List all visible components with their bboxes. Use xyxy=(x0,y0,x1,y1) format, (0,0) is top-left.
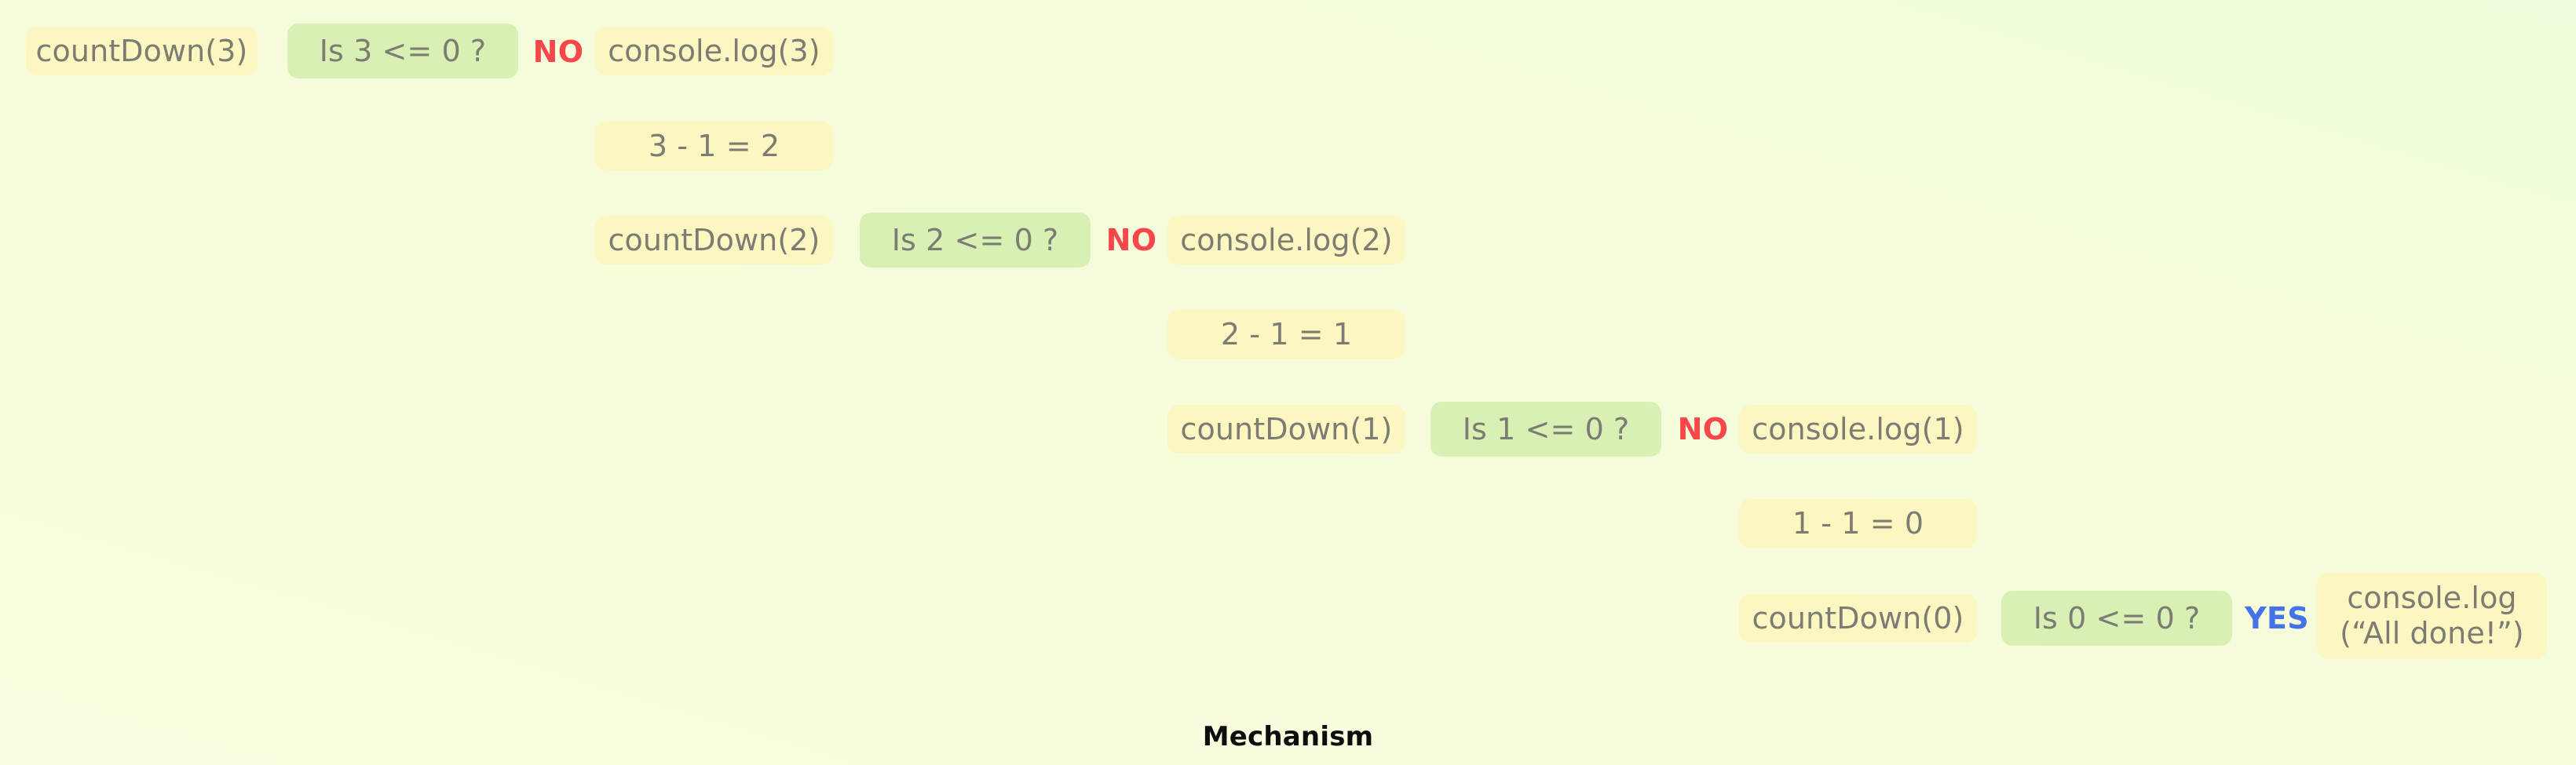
call-box-level-4[interactable]: countDown(0) xyxy=(1739,594,1977,643)
action-box-level-2[interactable]: console.log(2) xyxy=(1167,216,1405,264)
branch-label-level-1: NO xyxy=(532,35,584,69)
condition-box-level-4[interactable]: Is 0 <= 0 ? xyxy=(2001,591,2232,646)
action-box-level-4[interactable]: console.log (“All done!”) xyxy=(2317,573,2547,659)
decrement-box-level-3[interactable]: 1 - 1 = 0 xyxy=(1739,499,1977,548)
condition-box-level-3[interactable]: Is 1 <= 0 ? xyxy=(1431,402,1661,457)
condition-box-level-2[interactable]: Is 2 <= 0 ? xyxy=(860,213,1091,268)
branch-label-level-2: NO xyxy=(1105,223,1157,257)
branch-label-level-3: NO xyxy=(1677,412,1729,446)
call-box-level-3[interactable]: countDown(1) xyxy=(1167,405,1405,454)
branch-label-level-4: YES xyxy=(2245,601,2309,636)
decrement-box-level-2[interactable]: 2 - 1 = 1 xyxy=(1167,310,1405,359)
diagram-caption: Mechanism xyxy=(1202,721,1374,752)
condition-box-level-1[interactable]: Is 3 <= 0 ? xyxy=(287,24,518,78)
decrement-box-level-1[interactable]: 3 - 1 = 2 xyxy=(595,122,833,170)
call-box-level-2[interactable]: countDown(2) xyxy=(595,216,833,264)
call-box-level-1[interactable]: countDown(3) xyxy=(26,27,258,75)
action-box-level-3[interactable]: console.log(1) xyxy=(1739,405,1977,454)
action-box-level-1[interactable]: console.log(3) xyxy=(595,27,833,75)
